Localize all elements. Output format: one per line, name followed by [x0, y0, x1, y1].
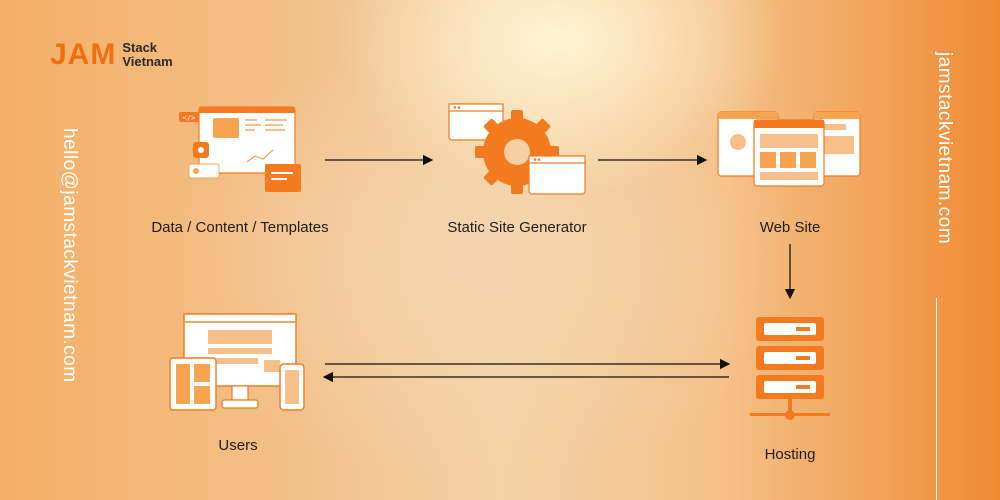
side-divider [936, 298, 937, 500]
contact-email: hello@jamstackvietnam.com [59, 128, 80, 383]
node-label-hosting: Hosting [764, 446, 816, 463]
brand-line-1: Stack [122, 40, 158, 55]
browser-windows-icon [717, 111, 861, 187]
node-label-website: Web Site [759, 219, 821, 236]
website-url: jamstackvietnam.com [934, 52, 955, 245]
node-label-users: Users [218, 437, 258, 454]
brand-logo: JAM Stack Vietnam [50, 40, 173, 70]
devices-icon [169, 313, 305, 411]
templates-icon: </> [179, 106, 301, 192]
brand-line-2: Vietnam [122, 54, 173, 69]
node-label-data: Data / Content / Templates [151, 219, 329, 236]
gear-icon [448, 103, 586, 195]
brand-name: JAM [50, 38, 117, 71]
node-label-ssg: Static Site Generator [447, 219, 587, 236]
server-icon [750, 317, 830, 420]
svg-text:</>: </> [183, 114, 196, 122]
